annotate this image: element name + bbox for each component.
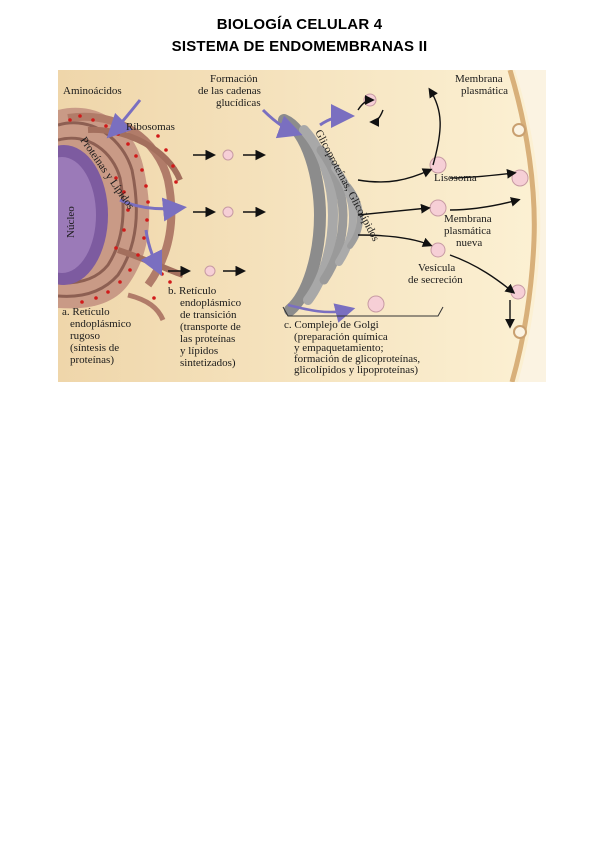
label-reticulo-rugoso-1: a. Retículo (62, 306, 110, 318)
page-title-line-1: BIOLOGÍA CELULAR 4 (216, 16, 383, 33)
ribosome-dot (116, 132, 120, 136)
label-reticulo-transicion-6: y lípidos (180, 345, 218, 357)
vesicle (511, 169, 529, 187)
vesicle (367, 295, 385, 313)
ribosome-dot (118, 280, 122, 284)
ribosome-dot (91, 118, 95, 122)
vesicle (222, 149, 234, 161)
label-reticulo-transicion-2: endoplásmico (180, 297, 242, 309)
label-formacion-2: de las cadenas (198, 85, 261, 97)
label-reticulo-transicion-5: las proteínas (180, 333, 235, 345)
diagram-svg: Aminoácidos Ribosomas Formación de las c… (20, 69, 546, 383)
ribosome-dot (106, 290, 110, 294)
ribosome-dot (145, 218, 149, 222)
label-reticulo-transicion-7: sintetizados) (180, 357, 236, 369)
label-vesicula-1: Vesícula (418, 262, 455, 274)
label-vesicula-2: de secreción (408, 274, 463, 286)
ribosome-dot (160, 272, 164, 276)
label-golgi-4: formación de glicoproteínas, (294, 353, 420, 365)
label-lisosoma: Lisosoma (434, 172, 477, 184)
label-nucleo: Núcleo (65, 206, 77, 238)
plasma-membrane (507, 69, 537, 383)
ribosome-dot (126, 142, 130, 146)
label-reticulo-rugoso-4: (síntesis de (70, 342, 119, 354)
label-membrana-nueva-3: nueva (456, 237, 482, 249)
label-formacion-1: Formación (210, 73, 258, 85)
ribosome-dot (128, 268, 132, 272)
label-membrana-nueva-1: Membrana (444, 213, 492, 225)
ribosome-dot (126, 208, 130, 212)
label-membrana-nueva-2: plasmática (444, 225, 491, 237)
label-membrana-plasmatica-2: plasmática (461, 85, 508, 97)
label-golgi-1: c. Complejo de Golgi (284, 319, 379, 331)
ribosome-dot (122, 228, 126, 232)
ribosome-dot (164, 148, 168, 152)
label-reticulo-transicion-4: (transporte de (180, 321, 241, 333)
label-golgi-2: (preparación química (294, 331, 388, 343)
ribosome-dot (146, 200, 150, 204)
label-reticulo-transicion-3: de transición (180, 309, 237, 321)
label-reticulo-rugoso-2: endoplásmico (70, 318, 132, 330)
label-ribosomas: Ribosomas (126, 121, 175, 133)
label-reticulo-rugoso-3: rugoso (70, 330, 100, 342)
golgi-apparatus (278, 114, 364, 316)
ribosome-dot (140, 168, 144, 172)
ribosome-dot (114, 246, 118, 250)
ribosome-dot (104, 124, 108, 128)
ribosome-dot (144, 184, 148, 188)
purple-arrows (106, 99, 355, 277)
endomembrane-diagram: Aminoácidos Ribosomas Formación de las c… (20, 69, 546, 383)
ribosome-dot (68, 118, 72, 122)
vesicle (430, 242, 446, 258)
ribosome-dot (136, 253, 140, 257)
ribosome-dot (171, 164, 175, 168)
label-reticulo-rugoso-5: proteínas) (70, 354, 114, 366)
transport-arrows (168, 149, 266, 277)
ribosome-dot (174, 180, 178, 184)
vesicle (510, 284, 526, 300)
label-aminoacidos: Aminoácidos (63, 85, 122, 97)
ribosome-dot (80, 300, 84, 304)
label-golgi-5: glicolípidos y lipoproteínas) (294, 364, 418, 376)
label-membrana-plasmatica-1: Membrana (455, 73, 503, 85)
vesicle (222, 206, 234, 218)
golgi-bracket (282, 306, 444, 317)
ribosome-dot (142, 236, 146, 240)
golgi-output-arrows (287, 87, 521, 329)
ribosome-dot (78, 114, 82, 118)
label-golgi-3: y empaquetamiento; (294, 342, 384, 354)
label-formacion-3: glucídicas (216, 97, 261, 109)
vesicle (204, 265, 216, 277)
label-reticulo-transicion-1: b. Retículo (168, 285, 217, 297)
page-title-line-2: SISTEMA DE ENDOMEMBRANAS II (171, 38, 428, 55)
ribosome-dot (134, 154, 138, 158)
vesicle (429, 156, 447, 174)
ribosome-dot (152, 296, 156, 300)
ribosome-dot (122, 190, 126, 194)
ribosome-dot (156, 134, 160, 138)
ribosome-dot (114, 176, 118, 180)
ribosome-dot (168, 280, 172, 284)
ribosome-dot (94, 296, 98, 300)
